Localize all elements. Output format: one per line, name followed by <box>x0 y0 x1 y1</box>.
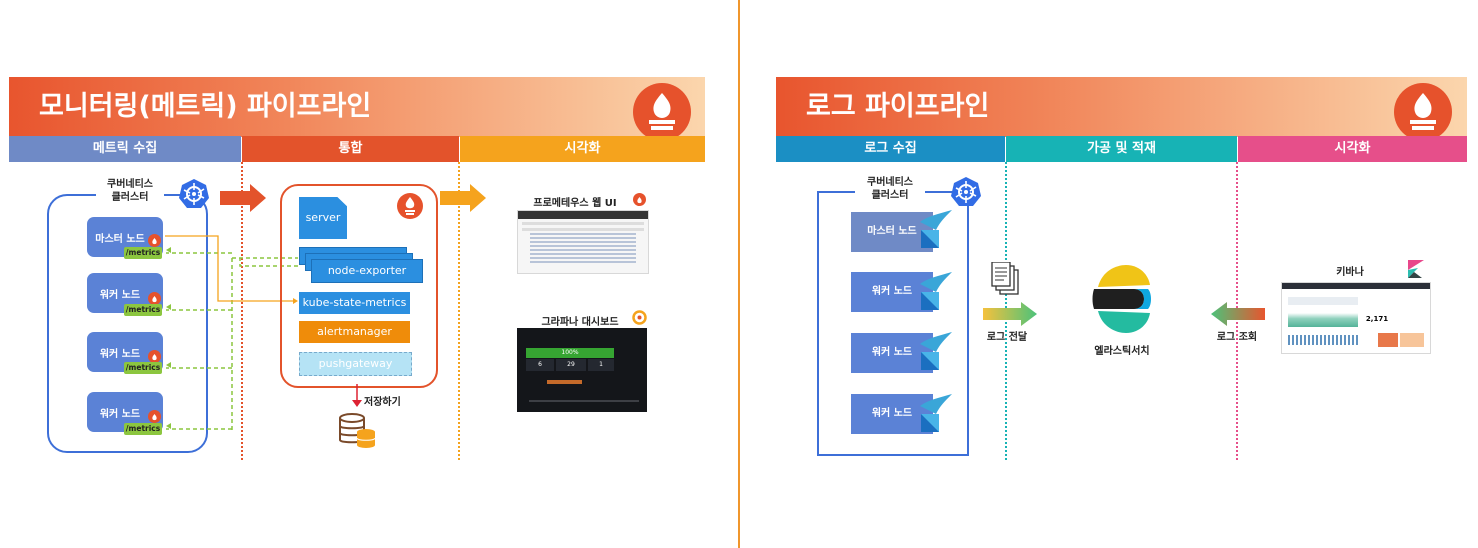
grafana-stat: 1 <box>588 359 614 371</box>
server-label: server <box>305 211 341 224</box>
prometheus-web-ui-screenshot <box>517 210 649 274</box>
database-icon <box>339 413 376 448</box>
grafana-gauge: 100% <box>526 348 614 358</box>
log-send-arrow <box>983 302 1037 326</box>
node-label: 워커 노드 <box>871 286 913 297</box>
metrics-endpoint: /metrics <box>124 362 162 374</box>
grafana-stat: 6 <box>526 359 554 371</box>
header-metric-collection: 메트릭 수집 <box>9 136 241 162</box>
kibana-icon <box>1408 260 1424 278</box>
header-integration: 통합 <box>242 136 459 162</box>
grafana-dashboard-screenshot: 100% 6 29 1 <box>517 328 647 412</box>
prometheus-logo-icon <box>1394 83 1452 141</box>
worker-node: 워커 노드 <box>851 272 933 312</box>
arrow-integrate-to-visualize <box>440 184 486 212</box>
alertmanager-component: alertmanager <box>299 321 410 343</box>
prometheus-logo-icon <box>633 83 691 141</box>
kubernetes-icon <box>950 176 982 212</box>
elasticsearch-icon <box>1092 265 1151 333</box>
fluent-bit-icon <box>920 394 952 432</box>
pushgateway-component: pushgateway <box>299 352 412 376</box>
prometheus-server-box <box>280 184 438 388</box>
prometheus-small-icon <box>148 410 161 423</box>
column-divider <box>241 162 243 460</box>
log-send-label: 로그 전달 <box>986 332 1028 343</box>
server-component: server <box>299 197 347 239</box>
kubernetes-icon <box>178 178 210 214</box>
log-query-arrow <box>1211 302 1265 326</box>
elasticsearch-label: 엘라스틱서치 <box>1094 346 1150 357</box>
log-pipeline-title-bar: 로그 파이프라인 <box>776 77 1467 141</box>
log-pipeline-title: 로그 파이프라인 <box>806 91 990 122</box>
metrics-pipeline-title: 모니터링(메트릭) 파이프라인 <box>39 91 372 122</box>
node-exporter-component: node-exporter <box>311 259 423 283</box>
arrow-collect-to-integrate <box>220 184 266 212</box>
scrape-connectors <box>165 235 298 430</box>
node-label: 워커 노드 <box>99 349 141 360</box>
worker-node: 워커 노드 <box>851 333 933 373</box>
grafana-stat: 29 <box>556 359 586 371</box>
node-label: 워커 노드 <box>871 408 913 419</box>
worker-node: 워커 노드 <box>851 394 933 434</box>
grafana-icon <box>632 310 647 325</box>
fluent-bit-icon <box>920 210 952 248</box>
header-visualization: 시각화 <box>1238 136 1467 162</box>
node-label: 워커 노드 <box>871 347 913 358</box>
column-divider <box>458 162 460 460</box>
cluster-label: 쿠버네티스 클러스터 <box>855 176 925 202</box>
node-exporter-label: node-exporter <box>327 264 407 277</box>
header-visualization: 시각화 <box>460 136 705 162</box>
kibana-metric: 2,171 <box>1365 315 1389 323</box>
node-label: 마스터 노드 <box>867 226 917 237</box>
cluster-label: 쿠버네티스 클러스터 <box>96 178 164 204</box>
prometheus-small-icon <box>148 234 161 247</box>
fluent-bit-icon <box>920 332 952 370</box>
node-label: 워커 노드 <box>99 290 141 301</box>
prometheus-small-icon <box>148 292 161 305</box>
prometheus-small-icon <box>148 350 161 363</box>
header-log-collection: 로그 수집 <box>776 136 1005 162</box>
section-divider <box>738 0 740 548</box>
node-label: 마스터 노드 <box>95 234 145 245</box>
storage-label: 저장하기 <box>364 397 401 408</box>
metrics-pipeline-title-bar: 모니터링(메트릭) 파이프라인 <box>9 77 705 141</box>
kube-state-metrics-component: kube-state-metrics <box>299 292 410 314</box>
metrics-endpoint: /metrics <box>124 247 162 259</box>
node-label: 워커 노드 <box>99 409 141 420</box>
kibana-screenshot: 2,171 <box>1281 282 1431 354</box>
prometheus-logo-icon <box>633 193 646 206</box>
document-icon <box>991 262 1019 295</box>
fluent-bit-icon <box>920 272 952 310</box>
grafana-dashboard-label: 그라파나 대시보드 <box>541 317 619 328</box>
log-query-label: 로그 조회 <box>1216 332 1258 343</box>
metrics-endpoint: /metrics <box>124 304 162 316</box>
header-processing: 가공 및 적재 <box>1006 136 1237 162</box>
prometheus-web-ui-label: 프로메테우스 웹 UI <box>533 198 617 209</box>
storage-arrow <box>352 384 362 407</box>
prometheus-logo-icon <box>397 193 423 219</box>
master-node: 마스터 노드 <box>851 212 933 252</box>
metrics-endpoint: /metrics <box>124 423 162 435</box>
kibana-label: 키바나 <box>1336 267 1364 278</box>
